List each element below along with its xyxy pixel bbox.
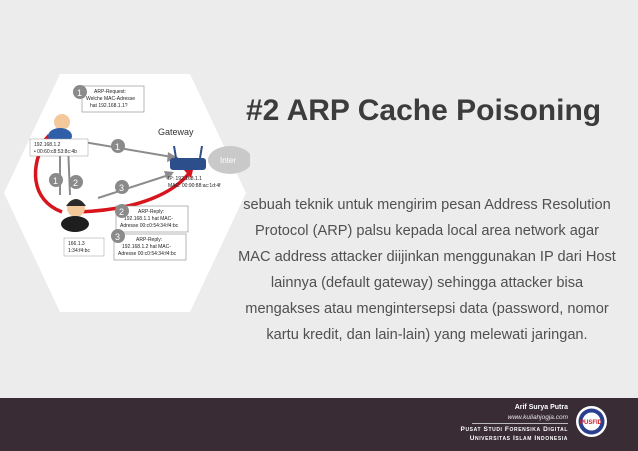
footer-site: www.kuliahjogja.com — [507, 414, 568, 421]
bubble3-line2: Adresse 00:c0:54:34:f4:bc — [118, 251, 177, 257]
bubble1-line1: Welche MAC-Adresse — [86, 96, 135, 102]
step-label: 1 — [53, 176, 58, 186]
step-label: 2 — [73, 178, 78, 188]
pusfid-logo-icon: PUSFID — [576, 406, 607, 437]
internet-label: Inter — [220, 156, 236, 165]
attacker-hair — [66, 199, 86, 206]
arrow-host-gateway — [71, 139, 179, 159]
host-ip: 192.168.1.2 — [34, 142, 61, 148]
bubble3-line1: 192.168.1.2 hat MAC- — [122, 244, 171, 250]
bubble3-title: ARP-Reply: — [136, 237, 162, 243]
attacker-ip: 166.1.3 — [68, 241, 85, 247]
gateway-ip: IP: 192.168.1.1 — [168, 176, 202, 182]
step-label: 2 — [119, 207, 124, 217]
step-circles: 1 1 1 2 3 2 3 — [49, 85, 129, 243]
arp-reply-bubble-2 — [113, 233, 187, 261]
host-mac: • 00:60:c8:53:8c:4b — [34, 149, 77, 155]
footer-bar — [0, 398, 638, 451]
host-head — [54, 114, 70, 130]
slide-title: #2 ARP Cache Poisoning — [246, 94, 602, 127]
arp-request-bubble — [81, 85, 145, 113]
arp-diagram: Gateway Inter IP: 192.168.1.1 MAC: 00:90… — [4, 74, 250, 312]
attacker-body — [61, 216, 89, 232]
body-line: Protocol (ARP) palsu kepada local area n… — [255, 223, 599, 239]
logo-text: PUSFID — [580, 420, 603, 426]
body-line: mengakses atau mengintersepsi data (pass… — [245, 301, 609, 317]
bubble1-line2: hat 192.168.1.1? — [90, 103, 128, 109]
body-line: lainnya (default gateway) sehingga attac… — [270, 275, 584, 291]
step-label: 3 — [119, 183, 124, 193]
body-line: kartu kredit, dan lain-lain) yang melewa… — [266, 327, 588, 343]
arrowhead — [164, 171, 174, 180]
arrow-attacker-gateway — [97, 173, 173, 199]
router-icon — [170, 158, 206, 170]
footer-author: Arif Surya Putra — [514, 404, 568, 411]
step-label: 1 — [115, 142, 120, 152]
footer-org-line1: Pusat Studi Forensika Digital — [460, 426, 568, 433]
attack-arrow-gateway — [77, 170, 192, 214]
bubble2-title: ARP-Reply: — [138, 209, 164, 215]
step-label: 1 — [77, 88, 82, 98]
footer-org-line2: Universitas Islam Indonesia — [469, 435, 568, 442]
attacker-mac: 1:34:f4:bc — [68, 248, 90, 254]
gateway-mac: MAC: 00:90:88:ac:1d:4f — [168, 183, 221, 189]
footer-divider — [472, 423, 568, 424]
body-line: sebuah teknik untuk mengirim pesan Addre… — [243, 197, 611, 213]
step-label: 3 — [115, 232, 120, 242]
gateway-label: Gateway — [158, 127, 194, 137]
body-line: MAC address attacker diijinkan menggunak… — [238, 249, 616, 265]
bubble2-line2: Adresse 00:c0:54:34:f4:bc — [120, 223, 179, 229]
internet-cloud-icon — [208, 146, 250, 174]
bubble2-line1: 192.168.1.1 hat MAC- — [124, 216, 173, 222]
bubble1-title: ARP-Request: — [94, 89, 126, 95]
arrowhead — [167, 152, 178, 162]
slide-body: sebuah teknik untuk mengirim pesan Addre… — [232, 192, 622, 348]
